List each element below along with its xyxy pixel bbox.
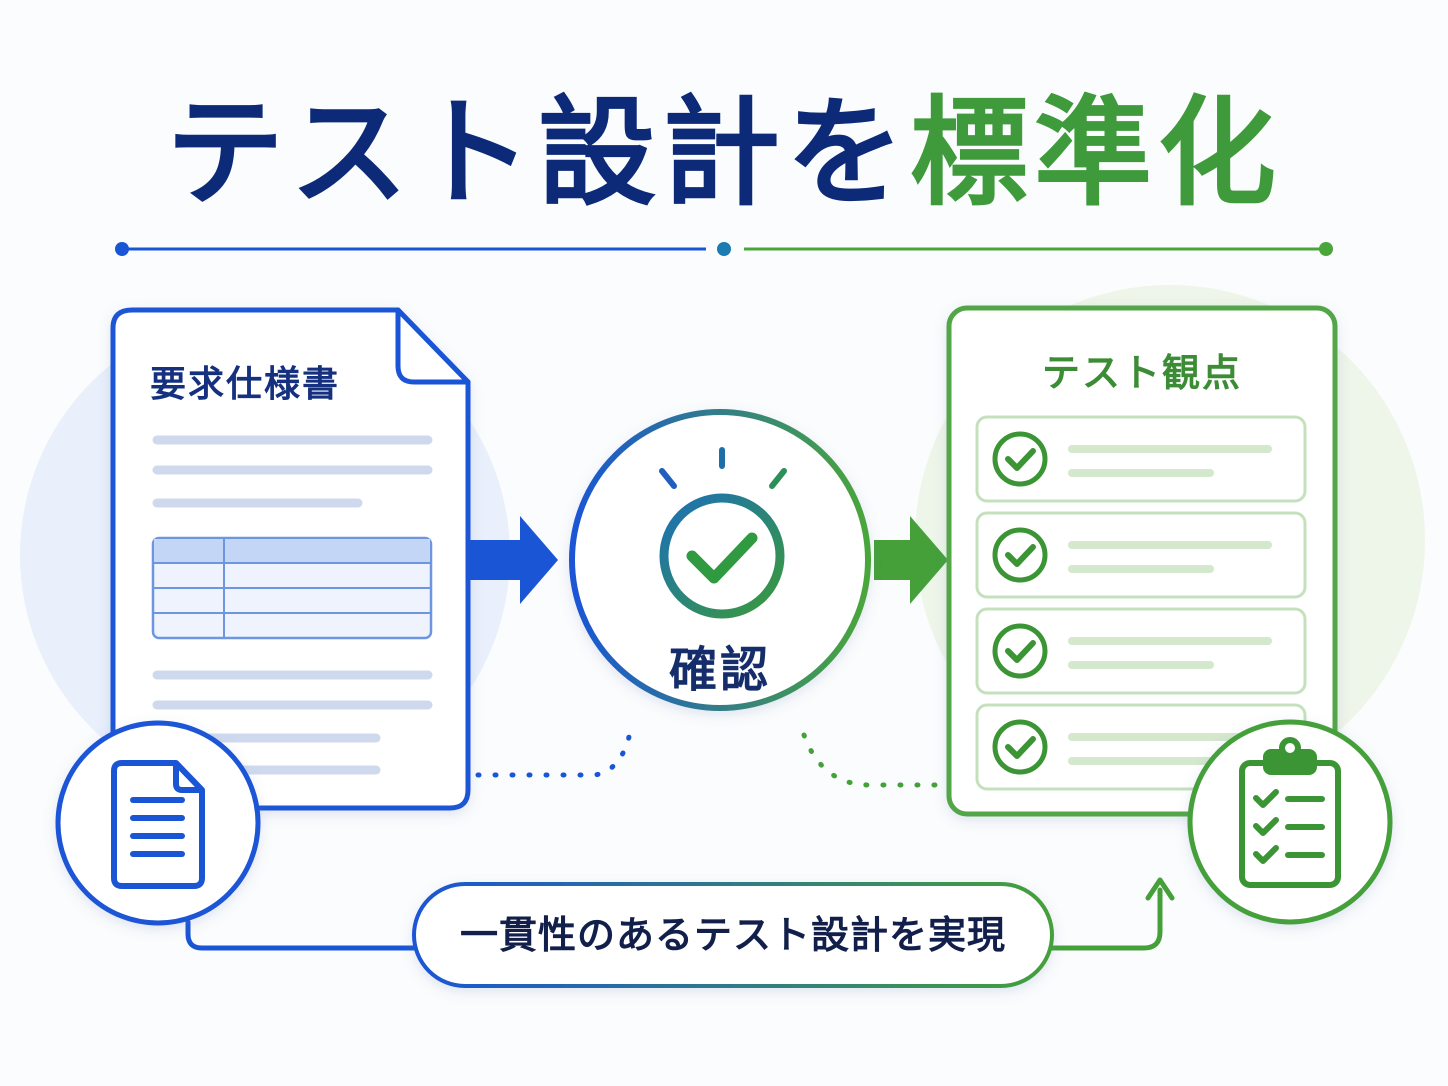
clipboard-checklist-icon <box>1239 737 1341 888</box>
check-mark <box>1005 544 1036 567</box>
clipboard-badge <box>1187 719 1393 925</box>
flow-line-right <box>1049 887 1163 951</box>
checklist-row <box>975 511 1307 599</box>
checklist-row <box>975 415 1307 503</box>
check-mark <box>1005 448 1036 471</box>
check-circle-icon <box>992 719 1048 775</box>
document-icon <box>111 760 205 889</box>
check-circle-icon <box>992 527 1048 583</box>
check-circle-icon <box>992 623 1048 679</box>
check-mark <box>1005 736 1036 759</box>
title-divider <box>115 242 1333 256</box>
footer-pill <box>412 882 1054 988</box>
arrow-up-icon <box>1145 877 1175 901</box>
confirm-label: 確認 <box>668 642 771 698</box>
test-viewpoints-label: テスト観点 <box>1041 351 1242 395</box>
check-circle-icon <box>992 431 1048 487</box>
page-title: テスト設計を標準化 <box>0 78 1448 228</box>
requirements-doc-label: 要求仕様書 <box>150 364 341 405</box>
arrow-right-icon <box>470 516 558 604</box>
footer-label: 一貫性のあるテスト設計を実現 <box>459 913 1006 957</box>
dotted-connector-right <box>801 732 949 788</box>
document-table <box>151 536 433 640</box>
check-mark <box>1005 640 1036 663</box>
title-part-1: テスト設計を <box>165 84 910 222</box>
dotted-connector-left <box>475 719 635 778</box>
checkmark-circle-icon <box>659 493 785 619</box>
title-part-2: 標準化 <box>910 84 1283 222</box>
test-viewpoints-card <box>946 305 1338 817</box>
arrow-right-icon <box>874 516 948 604</box>
confirm-node <box>569 409 871 711</box>
checklist-row <box>975 607 1307 695</box>
document-badge <box>55 720 261 926</box>
spark-lines <box>659 447 787 489</box>
flow-line-left <box>185 919 417 951</box>
